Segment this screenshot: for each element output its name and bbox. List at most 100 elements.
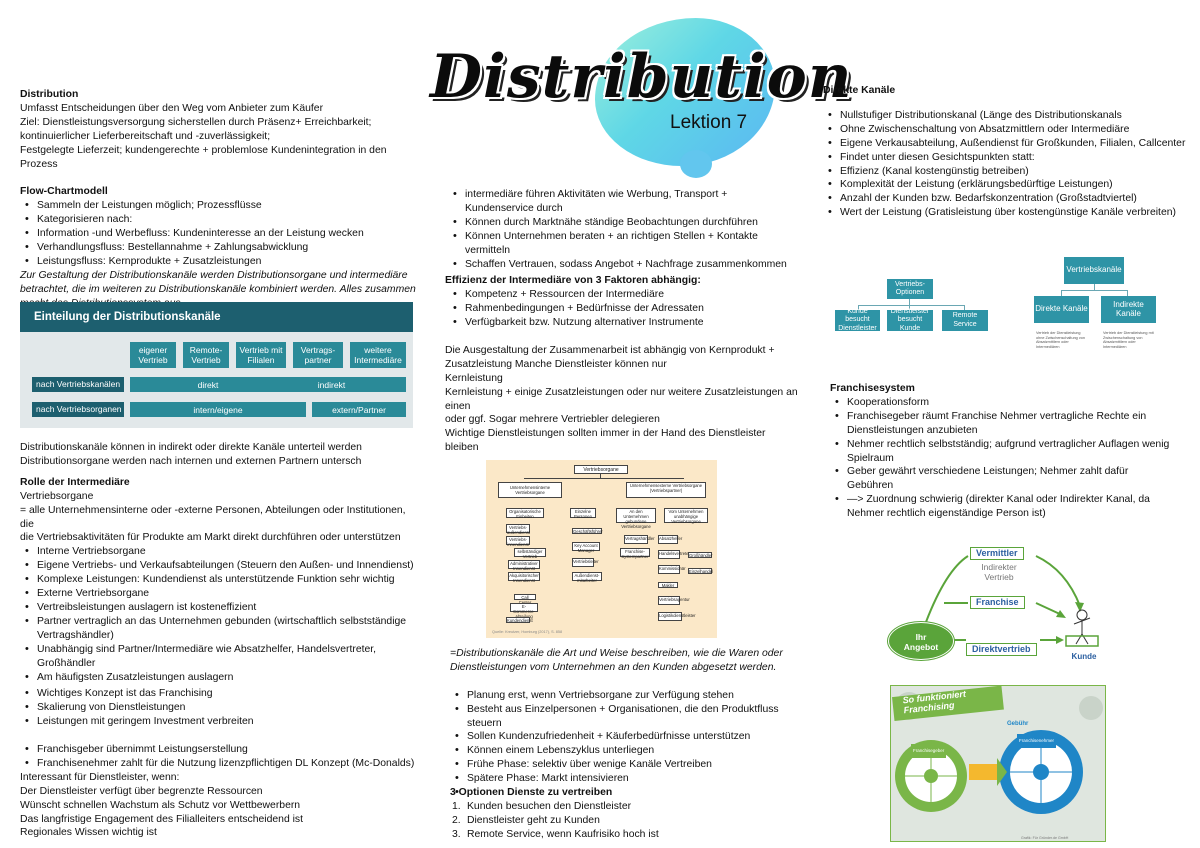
distribution-heading: Distribution xyxy=(20,89,79,100)
chart-root: Vertriebsorgane xyxy=(574,465,628,474)
middle-column-lower: =Distributionskanäle die Art und Weise b… xyxy=(450,647,800,842)
ellipse-line: Angebot xyxy=(903,642,939,652)
org-node-top: Vertriebskanäle xyxy=(1064,257,1124,284)
right-column: Direkte Kanäle Nullstufiger Distribution… xyxy=(823,84,1193,220)
chart-node: Handelsvertreter xyxy=(658,550,690,559)
infographic-source: Grafik: Für Gründer.de GmbH xyxy=(1021,836,1069,840)
effizienz-heading: Effizienz der Intermediäre von 3 Faktore… xyxy=(445,275,701,287)
list-item-text: Spielraum xyxy=(847,452,894,464)
chart-node: Vertriebs-innendienst xyxy=(506,536,530,547)
label-line: Vertrieb xyxy=(984,572,1014,582)
list-item: Rahmenbedingungen + Bedürfnisse der Adre… xyxy=(448,302,798,316)
chart-node: Akquisitorischer Innendienst xyxy=(508,572,540,583)
flow-note: Zur Gestaltung der Distributionskanäle w… xyxy=(20,269,408,281)
org-node: Indirekte Kanäle xyxy=(1101,296,1156,323)
org-node: Dienstleister besucht Kunde xyxy=(887,308,933,332)
definition-line: =Distributionskanäle die Art und Weise b… xyxy=(450,648,783,659)
list-item: Leistungen mit geringem Investment verbr… xyxy=(20,715,420,729)
list-item: Besteht aus Einzelpersonen + Organisatio… xyxy=(450,703,800,731)
table-cell: indirekt xyxy=(257,377,406,392)
intermediaere-list: intermediäre führen Aktivitäten wie Werb… xyxy=(448,188,798,271)
list-item-text: Remote Service, wenn Kaufrisiko hoch ist xyxy=(467,828,659,840)
list-item-text: Nehmer rechtlich selbstständig; aufgrund… xyxy=(847,438,1170,450)
angebot-ellipse: Ihr Angebot xyxy=(888,622,954,660)
list-item-text: Gebühren xyxy=(847,480,894,492)
list-item: —> Zuordnung schwierig (direkter Kanal o… xyxy=(830,493,1190,521)
chart-source: Quelle: Kreutzer, Homburg (2017), S. 858 xyxy=(492,630,563,634)
chart-node: Key Account Manager xyxy=(572,542,600,553)
org-note: Vertrieb der Dienstleistung ohne Zwische… xyxy=(1036,331,1085,349)
rolle-heading: Rolle der Intermediäre xyxy=(20,476,130,488)
chart-node: Vertragshändler xyxy=(624,535,655,544)
list-item-text: Nehmer rechtlich eigenständige Person is… xyxy=(847,508,1046,520)
chart-node: Vertriebsleiter xyxy=(572,558,599,567)
optionen-heading: 3 Optionen Dienste zu vertreiben xyxy=(450,787,613,799)
franchise-infographic: So funktioniert Franchising Gebühr Franc… xyxy=(890,685,1106,842)
list-item: Planung erst, wenn Vertriebsorgane zur V… xyxy=(450,689,800,703)
chart-node: Außendienst-mitarbeiter xyxy=(572,572,602,583)
ellipse-line: Ihr xyxy=(915,632,927,642)
list-item: Kooperationsform xyxy=(830,396,1190,410)
left-column-lower: Distributionskanäle können in indirekt o… xyxy=(20,441,420,840)
title-blob xyxy=(595,18,775,166)
list-item-text: Geber gewährt verschiedene Leistungen; N… xyxy=(847,466,1129,478)
chart-node: E-Commerce-Abteilung xyxy=(510,603,538,619)
distribution-line: Ziel: Dienstleistungsversorgung sicherst… xyxy=(20,116,372,128)
chart-node: Unternehmensinterne Vertriebsorgane xyxy=(498,482,562,498)
list-item-text: Kundenservice durch xyxy=(465,202,563,214)
list-item: Effizienz (Kanal kostengünstig betreiben… xyxy=(823,165,1193,179)
chart-node: Großhändler xyxy=(688,552,713,558)
franchise-list: Kooperationsform Franchisegeber räumt Fr… xyxy=(830,396,1190,521)
list-item-text: Besteht aus Einzelpersonen + Organisatio… xyxy=(467,703,779,715)
list-item-text: Vertragshändler) xyxy=(37,629,114,641)
paragraph-line: oder ggf. Sogar mehrere Vertriebler dele… xyxy=(445,414,660,426)
infographic-nehmer: Franchisenehmer xyxy=(1017,734,1057,748)
paragraph-line: einen xyxy=(445,400,471,412)
list-item: Kompetenz + Ressourcen der Intermediäre xyxy=(448,288,798,302)
table-row-label: nach Vertriebsorganen xyxy=(32,402,124,417)
list-item: Anzahl der Kunden bzw. Bedarfskonzentrat… xyxy=(823,192,1193,206)
franchise-roles-list: Franchisgeber übernimmt Leistungserstell… xyxy=(20,743,420,771)
list-item: Sollen Kundenzufriedenheit + Käuferbedür… xyxy=(450,730,800,744)
paragraph-line: Regionales Wissen wichtig ist xyxy=(20,827,157,839)
distribution-table: Einteilung der Distributionskanäle eigen… xyxy=(20,302,413,428)
paragraph-line: Wichtige Dienstleistungen sollten immer … xyxy=(445,428,766,454)
list-item: Unabhängig sind Partner/Intermediäre wie… xyxy=(20,643,420,671)
list-item: Geber gewährt verschiedene Leistungen; N… xyxy=(830,465,1190,493)
chart-node: Call Center xyxy=(514,594,536,605)
chart-node: Vom Unternehmen unabhängige Vertriebsorg… xyxy=(664,508,708,524)
list-item: Komplexität der Leistung (erklärungsbedü… xyxy=(823,178,1193,192)
list-item: Externe Vertriebsorgane xyxy=(20,587,420,601)
middle-column: intermediäre führen Aktivitäten wie Werb… xyxy=(445,188,798,455)
table-row-label: nach Vertriebskanälen xyxy=(32,377,124,392)
list-item: Franchisenehmer zahlt für die Nutzung li… xyxy=(20,757,420,771)
list-item-text: Partner vertraglich an das Unternehmen g… xyxy=(37,615,407,627)
list-item: Leistungsfluss: Kernprodukte + Zusatzlei… xyxy=(20,255,420,269)
left-column: Distribution Umfasst Entscheidungen über… xyxy=(20,88,420,310)
distribution-line: Umfasst Entscheidungen über den Weg vom … xyxy=(20,102,324,114)
paragraph-line: die Vertriebsaktivitäten für Produkte am… xyxy=(20,532,401,544)
org-node: Kunde besucht Dienstleister xyxy=(835,308,880,332)
list-item: Ohne Zwischenschaltung von Absatzmittler… xyxy=(823,123,1193,137)
list-item: Am häufigsten Zusatzleistungen auslagern xyxy=(20,671,420,685)
label-direktvertrieb: Direktvertrieb xyxy=(966,643,1037,656)
list-item: 2.Dienstleister geht zu Kunden xyxy=(452,814,600,826)
list-item: Franchisegeber räumt Franchise Nehmer ve… xyxy=(830,410,1190,438)
label-kunde: Kunde xyxy=(1071,652,1097,661)
paragraph-line: Das langfristige Engagement des Filialle… xyxy=(20,813,304,825)
org-node-top: Vertriebs-Optionen xyxy=(887,279,933,299)
flow-list: Sammeln der Leistungen möglich; Prozessf… xyxy=(20,199,420,269)
table-title: Einteilung der Distributionskanäle xyxy=(20,302,413,332)
list-item: Nehmer rechtlich selbstständig; aufgrund… xyxy=(830,438,1190,466)
franchising-list: Wichtiges Konzept ist das Franchising Sk… xyxy=(20,687,420,729)
list-item: Sammeln der Leistungen möglich; Prozessf… xyxy=(20,199,420,213)
table-column: weitere Intermediäre xyxy=(350,342,406,368)
list-item-text: steuern xyxy=(467,717,502,729)
list-item: Kategorisieren nach: xyxy=(20,213,420,227)
vertriebsorgane-chart: Vertriebsorgane Unternehmensinterne Vert… xyxy=(486,460,717,638)
paragraph-line: Zusatzleistung Manche Dienstleister könn… xyxy=(445,358,667,370)
table-column: Vertrags-partner xyxy=(293,342,343,368)
list-item-text: Franchisegeber räumt Franchise Nehmer ve… xyxy=(847,410,1147,422)
list-item: Schaffen Vertrauen, sodass Angebot + Nac… xyxy=(448,258,798,272)
franchise-section: Franchisesystem Kooperationsform Franchi… xyxy=(830,382,1190,521)
